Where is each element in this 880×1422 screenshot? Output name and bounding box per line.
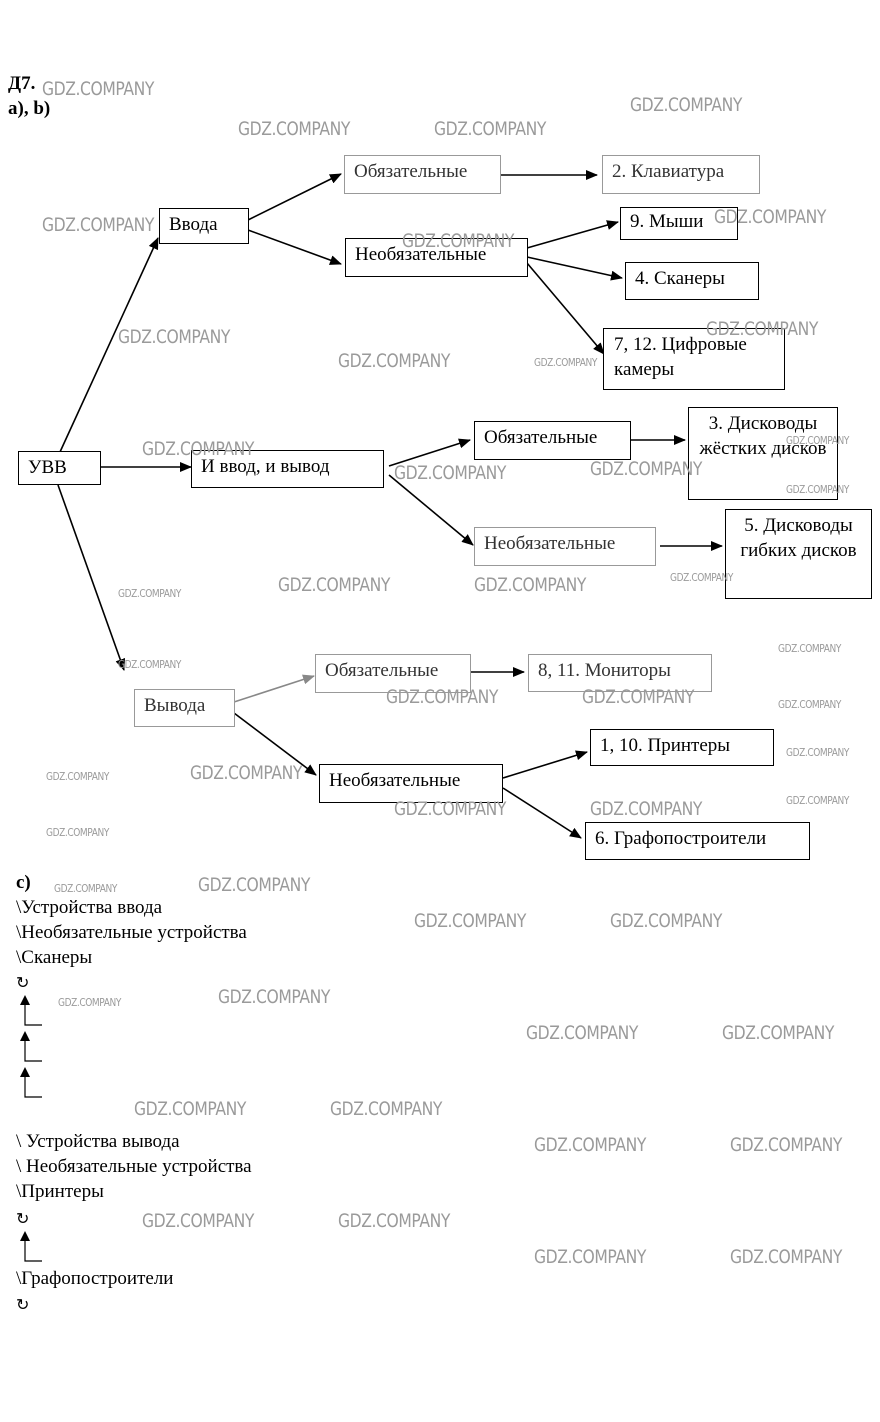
watermark: GDZ.COMPANY: [394, 798, 507, 820]
watermark: GDZ.COMPANY: [434, 118, 547, 140]
watermark: GDZ.COMPANY: [778, 642, 841, 655]
edge-output-optional-printers: [502, 750, 588, 779]
refresh-icon: ↻: [16, 1295, 30, 1314]
node-io-required: Обязательные: [474, 421, 631, 460]
watermark: GDZ.COMPANY: [722, 1022, 835, 1044]
watermark: GDZ.COMPANY: [118, 658, 181, 671]
watermark: GDZ.COMPANY: [534, 1134, 647, 1156]
edge-input-required: [247, 173, 342, 221]
path2-line-2: \ Необязательные устройства: [16, 1156, 252, 1177]
watermark: GDZ.COMPANY: [778, 698, 841, 711]
watermark: GDZ.COMPANY: [46, 770, 109, 783]
leaf-floppy-disk-drives: 5. Дисководы гибких дисков: [725, 509, 872, 599]
watermark: GDZ.COMPANY: [610, 910, 723, 932]
watermark: GDZ.COMPANY: [394, 462, 507, 484]
edge-input-optional-mice: [526, 220, 619, 249]
watermark: GDZ.COMPANY: [730, 1134, 843, 1156]
watermark: GDZ.COMPANY: [386, 686, 499, 708]
node-input-devices: Ввода: [159, 208, 249, 244]
path2-line-1: \ Устройства вывода: [16, 1131, 180, 1152]
watermark: GDZ.COMPANY: [526, 1022, 639, 1044]
parts-ab-label: а), b): [8, 98, 51, 119]
edge-root-output: [57, 484, 126, 671]
watermark: GDZ.COMPANY: [534, 1246, 647, 1268]
watermark: GDZ.COMPANY: [190, 762, 303, 784]
watermark: GDZ.COMPANY: [134, 1098, 247, 1120]
edge-input-optional-cameras: [526, 262, 605, 355]
path2-line-4: \Графопостроители: [16, 1268, 174, 1289]
leaf-hard-disk-drives: 3. Дисководы жёстких дисков: [688, 407, 838, 500]
path2-line-3: \Принтеры: [16, 1181, 104, 1202]
node-io-optional: Необязательные: [474, 527, 656, 566]
path1-line-3: \Сканеры: [16, 947, 93, 968]
watermark: GDZ.COMPANY: [590, 798, 703, 820]
edge-io-optional: [388, 474, 474, 546]
back-arrow-icon: [20, 995, 42, 1026]
edge-input-optional: [247, 229, 342, 265]
leaf-scanners: 4. Сканеры: [625, 262, 759, 300]
watermark: GDZ.COMPANY: [338, 350, 451, 372]
edge-io-required: [388, 438, 471, 467]
node-input-optional: Необязательные: [345, 238, 528, 277]
watermark: GDZ.COMPANY: [534, 356, 597, 369]
leaf-keyboard: 2. Клавиатура: [602, 155, 760, 194]
node-output-optional: Необязательные: [319, 764, 503, 803]
watermark: GDZ.COMPANY: [414, 910, 527, 932]
watermark: GDZ.COMPANY: [142, 1210, 255, 1232]
watermark: GDZ.COMPANY: [338, 1210, 451, 1232]
path1-line-1: \Устройства ввода: [16, 897, 163, 918]
watermark: GDZ.COMPANY: [46, 826, 109, 839]
leaf-plotters: 6. Графопостроители: [585, 822, 810, 860]
watermark: GDZ.COMPANY: [786, 483, 849, 496]
watermark: GDZ.COMPANY: [54, 882, 117, 895]
watermark: GDZ.COMPANY: [142, 438, 255, 460]
watermark: GDZ.COMPANY: [582, 686, 695, 708]
leaf-mice: 9. Мыши: [620, 207, 738, 240]
watermark: GDZ.COMPANY: [278, 574, 391, 596]
edge-output-optional: [233, 712, 317, 776]
edge-root-input: [59, 237, 159, 453]
node-output-required: Обязательные: [315, 654, 471, 693]
watermark: GDZ.COMPANY: [238, 118, 351, 140]
watermark: GDZ.COMPANY: [42, 214, 155, 236]
node-output-devices: Вывода: [134, 689, 235, 727]
task-number: Д7.: [8, 73, 36, 94]
leaf-monitors: 8, 11. Мониторы: [528, 654, 712, 692]
node-input-required: Обязательные: [344, 155, 501, 194]
watermark: GDZ.COMPANY: [42, 78, 155, 100]
node-io-devices: И ввод, и вывод: [191, 450, 384, 488]
watermark: GDZ.COMPANY: [118, 587, 181, 600]
watermark: GDZ.COMPANY: [714, 206, 827, 228]
leaf-digital-cameras: 7, 12. Цифровые камеры: [603, 328, 785, 390]
watermark: GDZ.COMPANY: [198, 874, 311, 896]
back-arrow-icon: [20, 1067, 42, 1098]
watermark: GDZ.COMPANY: [58, 996, 121, 1009]
edge-output-optional-plotters: [502, 787, 582, 839]
watermark: GDZ.COMPANY: [706, 318, 819, 340]
watermark: GDZ.COMPANY: [402, 230, 515, 252]
back-arrow-icon: [20, 1231, 42, 1262]
watermark: GDZ.COMPANY: [730, 1246, 843, 1268]
watermark: GDZ.COMPANY: [670, 571, 733, 584]
watermark: GDZ.COMPANY: [474, 574, 587, 596]
watermark: GDZ.COMPANY: [590, 458, 703, 480]
edge-output-required: [233, 674, 315, 703]
refresh-icon: ↻: [16, 1209, 30, 1228]
edge-input-optional-scanners: [526, 256, 623, 281]
watermark: GDZ.COMPANY: [330, 1098, 443, 1120]
node-root-uvv: УВВ: [18, 451, 101, 485]
watermark: GDZ.COMPANY: [218, 986, 331, 1008]
leaf-printers: 1, 10. Принтеры: [590, 729, 774, 766]
watermark: GDZ.COMPANY: [118, 326, 231, 348]
watermark: GDZ.COMPANY: [630, 94, 743, 116]
refresh-icon: ↻: [16, 973, 30, 992]
path1-line-2: \Необязательные устройства: [16, 922, 247, 943]
back-arrow-icon: [20, 1031, 42, 1062]
part-c-label: c): [16, 872, 31, 893]
watermark: GDZ.COMPANY: [786, 746, 849, 759]
watermark: GDZ.COMPANY: [786, 434, 849, 447]
watermark: GDZ.COMPANY: [786, 794, 849, 807]
